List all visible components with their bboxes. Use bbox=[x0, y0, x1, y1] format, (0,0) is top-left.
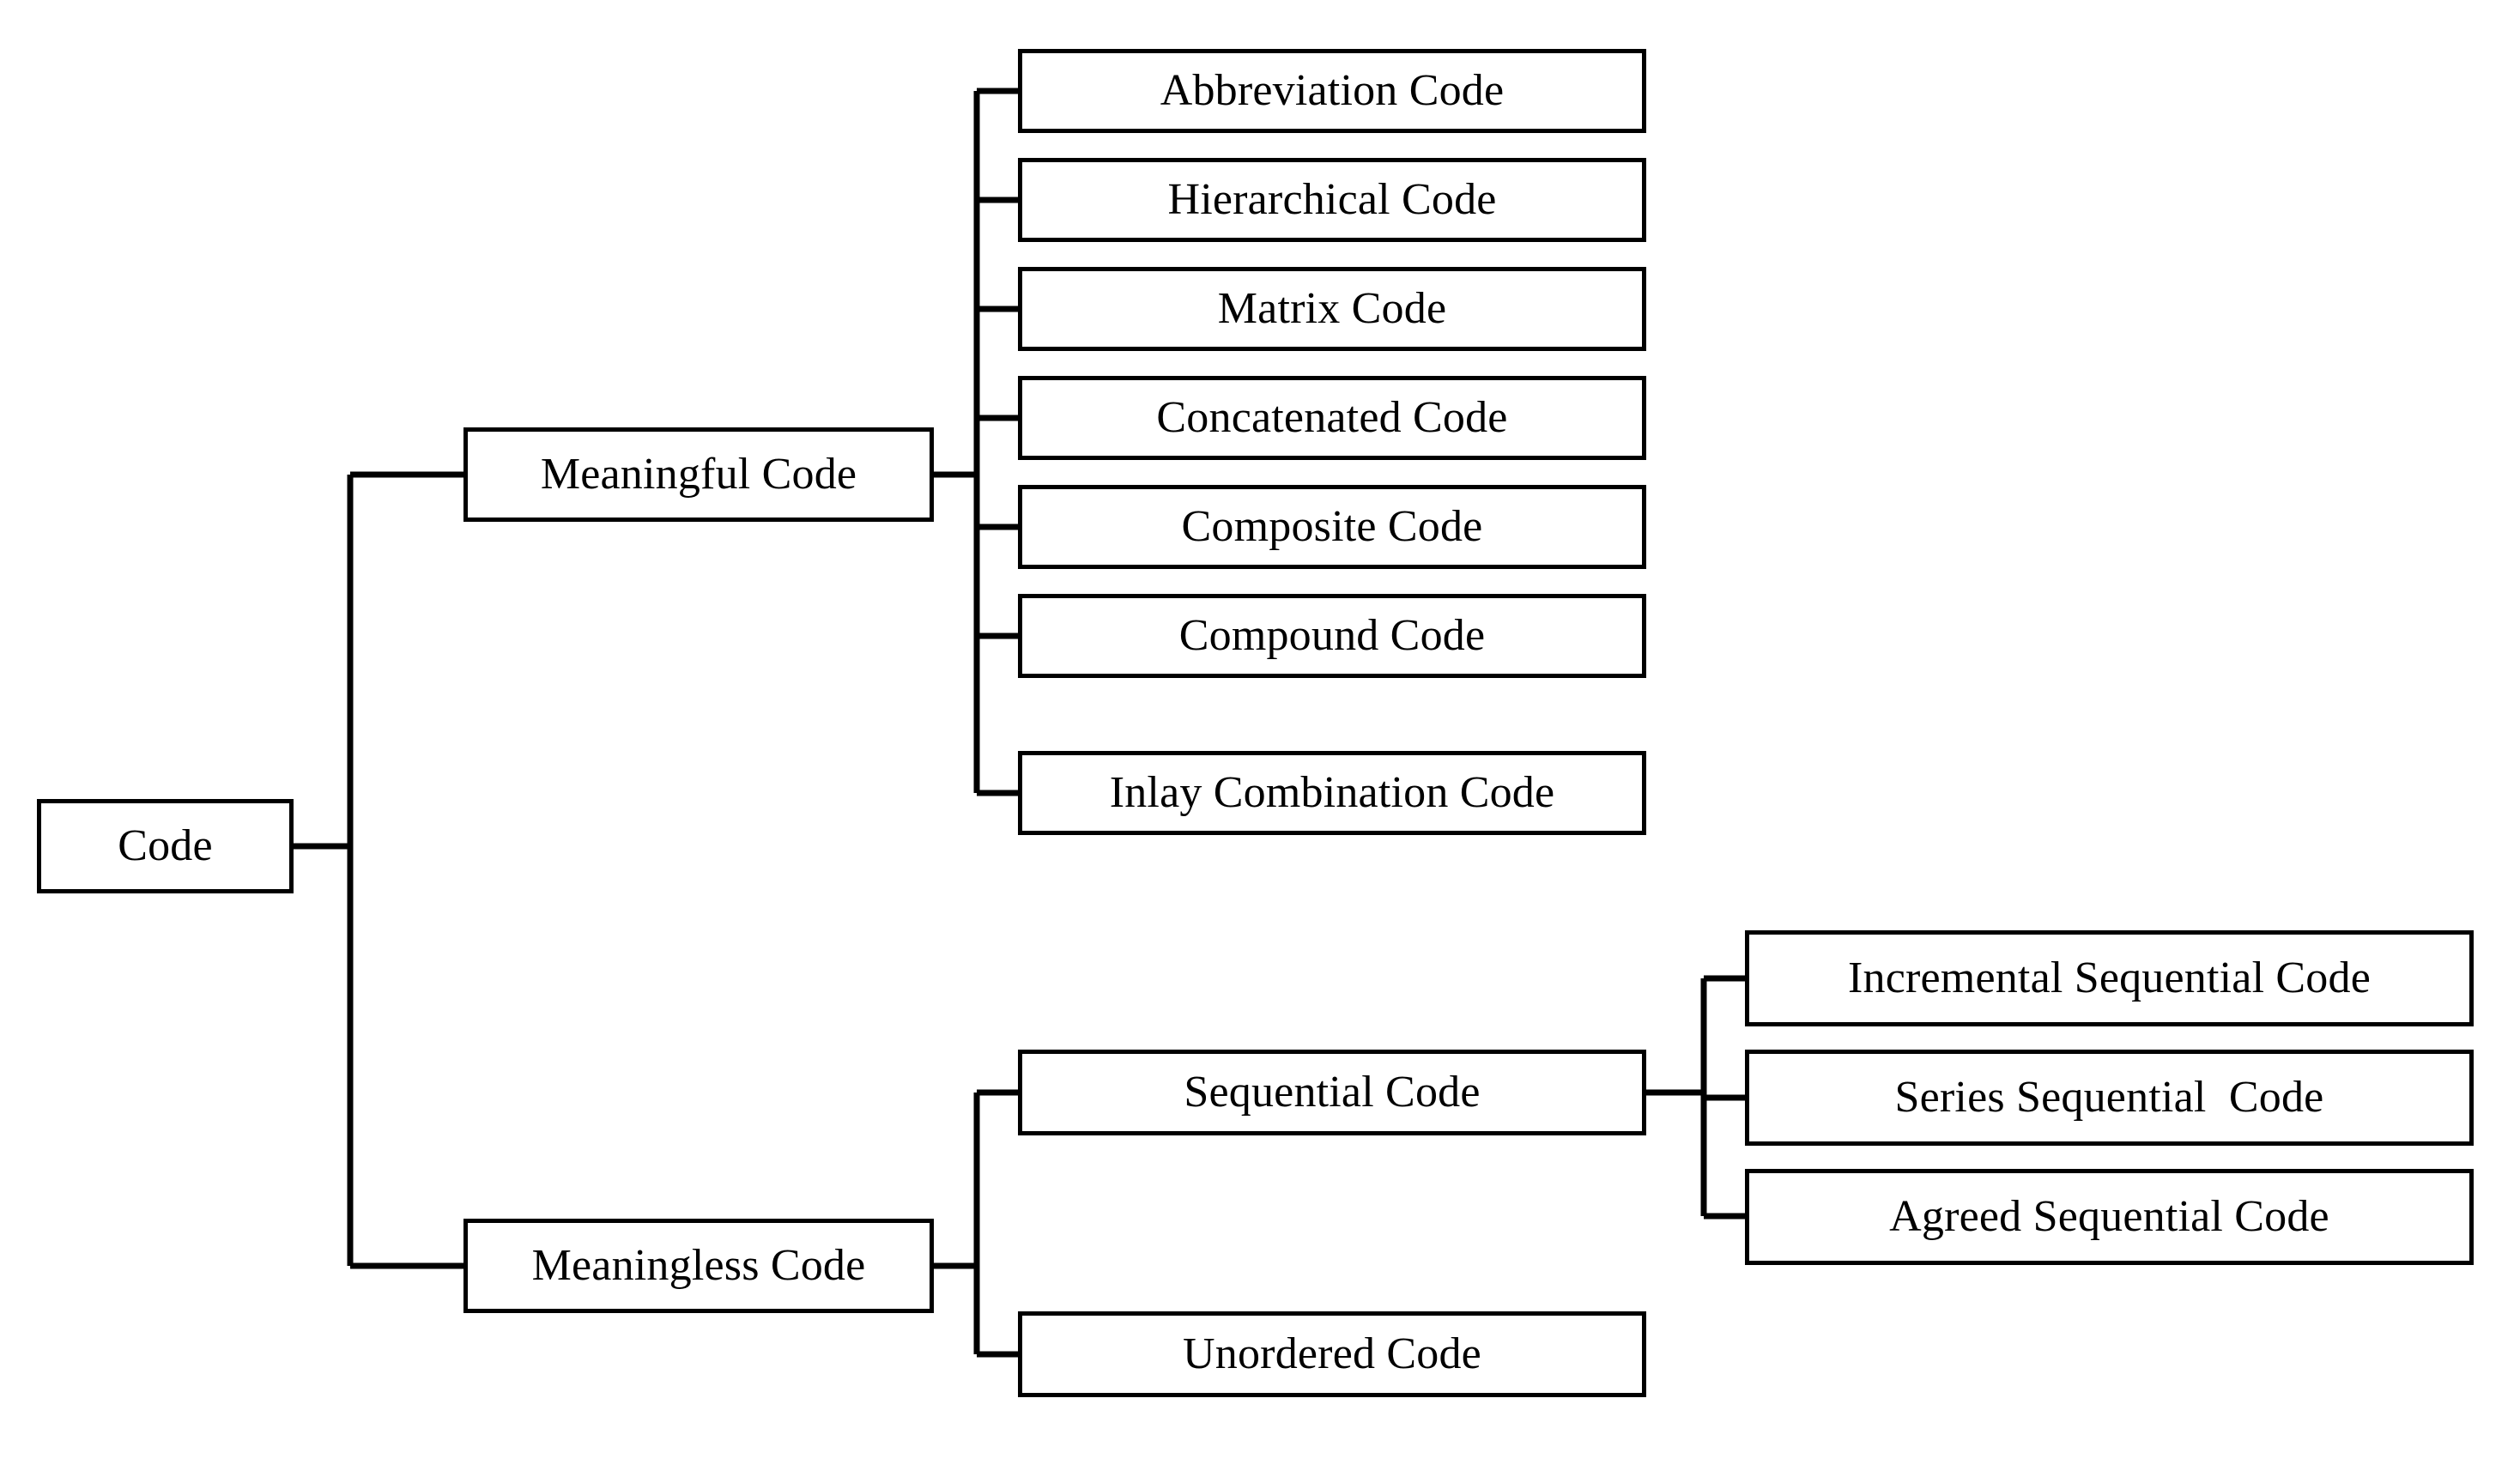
node-abbreviation-code[interactable]: Abbreviation Code bbox=[1018, 49, 1646, 133]
node-agreed-sequential-code-label: Agreed Sequential Code bbox=[1889, 1191, 2329, 1241]
node-series-sequential-code-label: Series Sequential Code bbox=[1894, 1072, 2324, 1122]
node-unordered-code[interactable]: Unordered Code bbox=[1018, 1311, 1646, 1397]
node-agreed-sequential-code[interactable]: Agreed Sequential Code bbox=[1745, 1169, 2474, 1265]
node-code-label: Code bbox=[118, 820, 213, 870]
node-inlay-combination-code[interactable]: Inlay Combination Code bbox=[1018, 751, 1646, 835]
node-hierarchical-code-label: Hierarchical Code bbox=[1167, 174, 1497, 224]
node-composite-code-label: Composite Code bbox=[1181, 501, 1483, 551]
node-incremental-sequential-code-label: Incremental Sequential Code bbox=[1848, 953, 2371, 1002]
node-composite-code[interactable]: Composite Code bbox=[1018, 485, 1646, 569]
node-matrix-code[interactable]: Matrix Code bbox=[1018, 267, 1646, 351]
node-meaningful-code-label: Meaningful Code bbox=[540, 449, 857, 499]
node-abbreviation-code-label: Abbreviation Code bbox=[1160, 65, 1505, 115]
node-sequential-code-label: Sequential Code bbox=[1184, 1067, 1481, 1117]
node-unordered-code-label: Unordered Code bbox=[1183, 1329, 1481, 1378]
node-concatenated-code-label: Concatenated Code bbox=[1156, 392, 1508, 442]
node-series-sequential-code[interactable]: Series Sequential Code bbox=[1745, 1050, 2474, 1146]
node-meaningless-code-label: Meaningless Code bbox=[531, 1240, 866, 1290]
node-compound-code-label: Compound Code bbox=[1178, 610, 1486, 660]
node-sequential-code[interactable]: Sequential Code bbox=[1018, 1050, 1646, 1135]
node-meaningful-code[interactable]: Meaningful Code bbox=[463, 427, 934, 522]
node-hierarchical-code[interactable]: Hierarchical Code bbox=[1018, 158, 1646, 242]
node-code[interactable]: Code bbox=[37, 799, 294, 893]
node-compound-code[interactable]: Compound Code bbox=[1018, 594, 1646, 678]
node-incremental-sequential-code[interactable]: Incremental Sequential Code bbox=[1745, 930, 2474, 1026]
node-matrix-code-label: Matrix Code bbox=[1217, 283, 1447, 333]
node-concatenated-code[interactable]: Concatenated Code bbox=[1018, 376, 1646, 460]
node-inlay-combination-code-label: Inlay Combination Code bbox=[1109, 767, 1555, 817]
node-meaningless-code[interactable]: Meaningless Code bbox=[463, 1219, 934, 1313]
